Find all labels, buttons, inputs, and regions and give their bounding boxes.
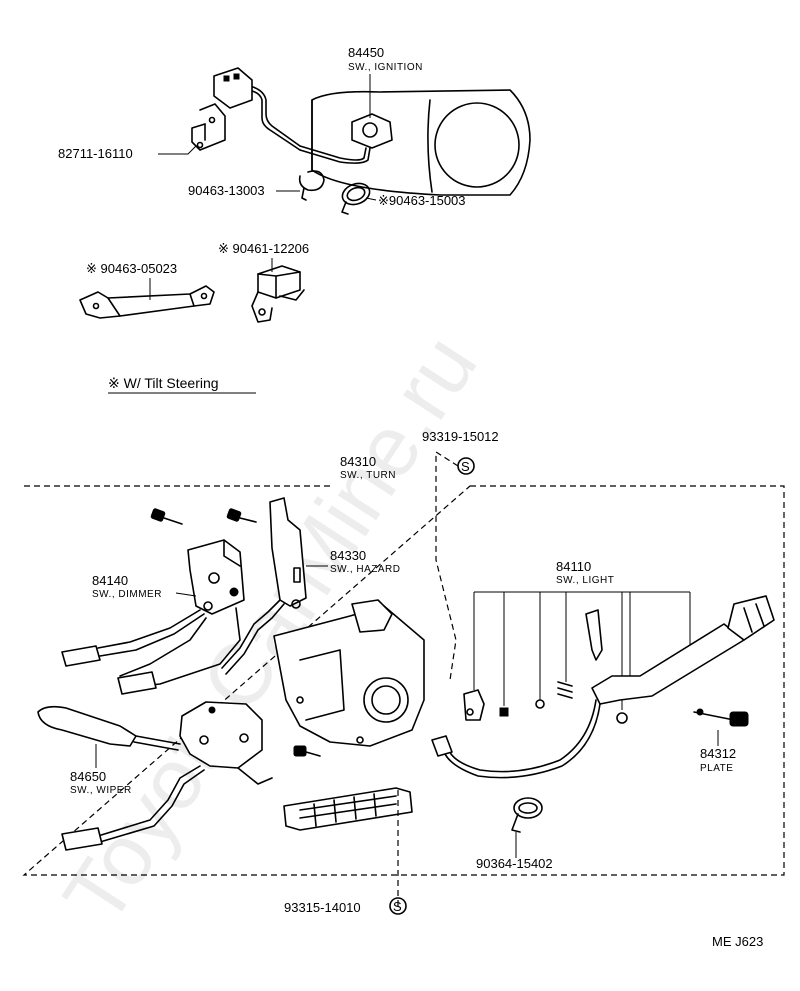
part-number-84140: 84140 — [92, 573, 128, 588]
hazard-switch-illustration — [221, 497, 307, 675]
connector-93315-illustration — [283, 787, 413, 831]
turn-switch-body-illustration — [273, 599, 425, 747]
s-mark-93319-label: S — [461, 459, 470, 474]
figure-code: ME J623 — [712, 934, 763, 949]
part-number-84450: 84450 — [348, 45, 384, 60]
dimmer-switch-illustration — [61, 539, 245, 695]
part-number-90463-05023: ※ 90463-05023 — [86, 261, 177, 276]
part-number-93319-15012: 93319-15012 — [422, 429, 499, 444]
part-number-82711-16110: 82711-16110 — [58, 146, 133, 161]
part-name-84330: SW., HAZARD — [330, 564, 401, 575]
part-name-84312: PLATE — [700, 763, 733, 774]
part-number-84310: 84310 — [340, 454, 376, 469]
bracket-90463-05023-illustration — [79, 285, 215, 319]
clamp-90463-13003-illustration — [298, 170, 325, 201]
part-number-84110: 84110 — [556, 559, 591, 574]
screw-left-illustration — [150, 508, 183, 525]
bracket-82711-illustration — [191, 103, 226, 151]
bracket-90461-12206-illustration — [251, 265, 305, 323]
assembly-boundary — [22, 485, 785, 876]
part-number-93315-14010: 93315-14010 — [284, 900, 361, 915]
screw-right-illustration — [226, 508, 257, 523]
part-number-84312: 84312 — [700, 746, 736, 761]
wiper-switch-illustration — [37, 701, 273, 851]
part-number-90463-15003: ※90463-15003 — [378, 193, 466, 208]
light-switch-illustration — [431, 595, 775, 779]
steering-column-cover-illustration — [311, 89, 531, 196]
clamp-90364-illustration — [511, 797, 543, 833]
part-number-84330: 84330 — [330, 548, 366, 563]
screw-lower-illustration — [293, 745, 321, 757]
part-number-90463-13003: 90463-13003 — [188, 183, 265, 198]
ignition-switch-illustration — [213, 67, 393, 164]
part-name-84310: SW., TURN — [340, 470, 396, 481]
s-mark-93315 — [389, 897, 407, 915]
tilt-steering-note: ※ W/ Tilt Steering — [108, 375, 219, 391]
part-name-84450: SW., IGNITION — [348, 62, 423, 73]
clamp-90463-15003-illustration — [341, 182, 371, 215]
part-number-90461-12206: ※ 90461-12206 — [218, 241, 309, 256]
part-number-84650: 84650 — [70, 769, 106, 784]
part-number-90364-15402: 90364-15402 — [476, 856, 553, 871]
s-mark-93315-label: S — [393, 899, 402, 914]
watermark: ToyotaCarMine.ru — [45, 319, 495, 941]
part-name-84650: SW., WIPER — [70, 785, 132, 796]
plate-84312-illustration — [693, 708, 749, 727]
part-name-84140: SW., DIMMER — [92, 589, 162, 600]
part-name-84110: SW., LIGHT — [556, 575, 614, 586]
